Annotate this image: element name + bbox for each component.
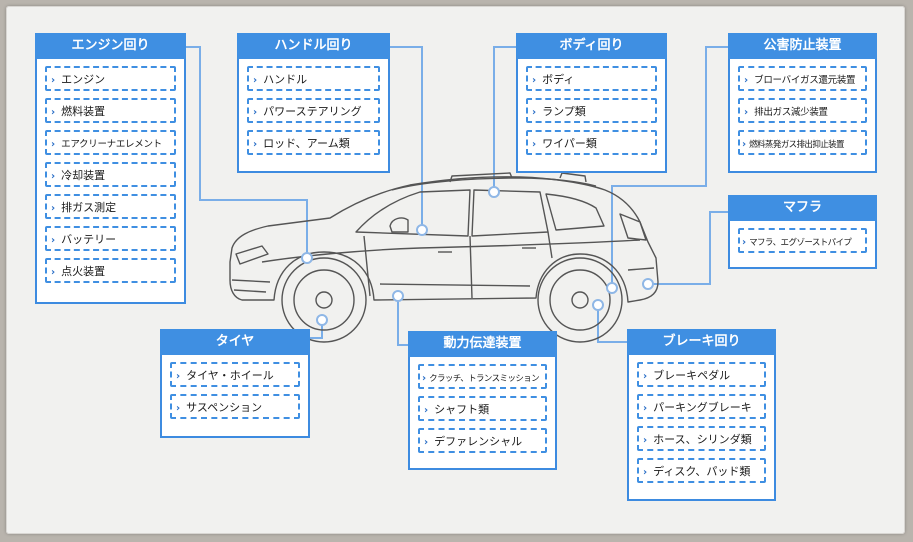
chevron-right-icon: ›: [744, 107, 749, 118]
link-suspension[interactable]: ›サスペンション: [170, 394, 300, 419]
link-tire-wheel[interactable]: ›タイヤ・ホイール: [170, 362, 300, 387]
panel-title: マフラ: [728, 195, 877, 221]
link-power-steering[interactable]: ›パワーステアリング: [247, 98, 380, 123]
link-ignition[interactable]: ›点火装置: [45, 258, 176, 283]
link-cooling[interactable]: ›冷却装置: [45, 162, 176, 187]
chevron-right-icon: ›: [51, 203, 56, 214]
panel-handle: ハンドル回り ›ハンドル ›パワーステアリング ›ロッド、アーム類: [237, 33, 390, 173]
chevron-right-icon: ›: [643, 403, 648, 414]
panel-title: タイヤ: [160, 329, 310, 355]
link-exhaust-measurement[interactable]: ›排ガス測定: [45, 194, 176, 219]
chevron-right-icon: ›: [744, 75, 749, 86]
link-disc-pad[interactable]: ›ディスク、パッド類: [637, 458, 766, 483]
link-lamps[interactable]: ›ランプ類: [526, 98, 657, 123]
chevron-right-icon: ›: [422, 373, 427, 384]
link-shafts[interactable]: ›シャフト類: [418, 396, 547, 421]
panel-engine: エンジン回り ›エンジン ›燃料装置 ›エアクリーナエレメント ›冷却装置 ›排…: [35, 33, 186, 304]
link-battery[interactable]: ›バッテリー: [45, 226, 176, 251]
chevron-right-icon: ›: [424, 437, 429, 448]
chevron-right-icon: ›: [532, 139, 537, 150]
chevron-right-icon: ›: [424, 405, 429, 416]
link-fuel-system[interactable]: ›燃料装置: [45, 98, 176, 123]
car-outline: [229, 172, 659, 343]
link-exhaust-reduction[interactable]: ›排出ガス減少装置: [738, 98, 867, 123]
chevron-right-icon: ›: [253, 107, 258, 118]
chevron-right-icon: ›: [176, 371, 181, 382]
panel-drivetrain: 動力伝達装置 ›クラッチ、トランスミッション ›シャフト類 ›デファレンシャル: [408, 331, 557, 470]
connector-lines: [186, 46, 728, 346]
panel-title: ボディ回り: [516, 33, 667, 59]
link-body[interactable]: ›ボディ: [526, 66, 657, 91]
link-differential[interactable]: ›デファレンシャル: [418, 428, 547, 453]
chevron-right-icon: ›: [643, 371, 648, 382]
link-clutch-transmission[interactable]: ›クラッチ、トランスミッション: [418, 364, 547, 389]
panel-muffler: マフラ ›マフラ、エグゾーストパイプ: [728, 195, 877, 269]
panel-tire: タイヤ ›タイヤ・ホイール ›サスペンション: [160, 329, 310, 438]
chevron-right-icon: ›: [643, 435, 648, 446]
chevron-right-icon: ›: [51, 75, 56, 86]
link-brake-pedal[interactable]: ›ブレーキペダル: [637, 362, 766, 387]
chevron-right-icon: ›: [643, 467, 648, 478]
chevron-right-icon: ›: [532, 107, 537, 118]
link-engine[interactable]: ›エンジン: [45, 66, 176, 91]
link-evaporative-emission[interactable]: ›燃料蒸発ガス排出抑止装置: [738, 130, 867, 155]
link-hose-cylinder[interactable]: ›ホース、シリンダ類: [637, 426, 766, 451]
link-handle[interactable]: ›ハンドル: [247, 66, 380, 91]
panel-title: ブレーキ回り: [627, 329, 776, 355]
panel-title: ハンドル回り: [237, 33, 390, 59]
panel-pollution-control: 公害防止装置 ›ブローバイガス還元装置 ›排出ガス減少装置 ›燃料蒸発ガス排出抑…: [728, 33, 877, 173]
chevron-right-icon: ›: [51, 171, 56, 182]
link-muffler-exhaust-pipe[interactable]: ›マフラ、エグゾーストパイプ: [738, 228, 867, 253]
link-parking-brake[interactable]: ›パーキングブレーキ: [637, 394, 766, 419]
panel-title: エンジン回り: [35, 33, 186, 59]
panel-body: ボディ回り ›ボディ ›ランプ類 ›ワイパー類: [516, 33, 667, 173]
chevron-right-icon: ›: [742, 139, 747, 150]
chevron-right-icon: ›: [51, 139, 56, 150]
link-air-cleaner[interactable]: ›エアクリーナエレメント: [45, 130, 176, 155]
chevron-right-icon: ›: [253, 139, 258, 150]
chevron-right-icon: ›: [51, 107, 56, 118]
link-rod-arm[interactable]: ›ロッド、アーム類: [247, 130, 380, 155]
chevron-right-icon: ›: [51, 267, 56, 278]
chevron-right-icon: ›: [532, 75, 537, 86]
link-blowby-gas[interactable]: ›ブローバイガス還元装置: [738, 66, 867, 91]
link-wipers[interactable]: ›ワイパー類: [526, 130, 657, 155]
chevron-right-icon: ›: [253, 75, 258, 86]
panel-title: 公害防止装置: [728, 33, 877, 59]
chevron-right-icon: ›: [176, 403, 181, 414]
chevron-right-icon: ›: [51, 235, 56, 246]
connector-dots: [301, 186, 654, 326]
chevron-right-icon: ›: [742, 237, 747, 248]
panel-brake: ブレーキ回り ›ブレーキペダル ›パーキングブレーキ ›ホース、シリンダ類 ›デ…: [627, 329, 776, 501]
panel-title: 動力伝達装置: [408, 331, 557, 357]
